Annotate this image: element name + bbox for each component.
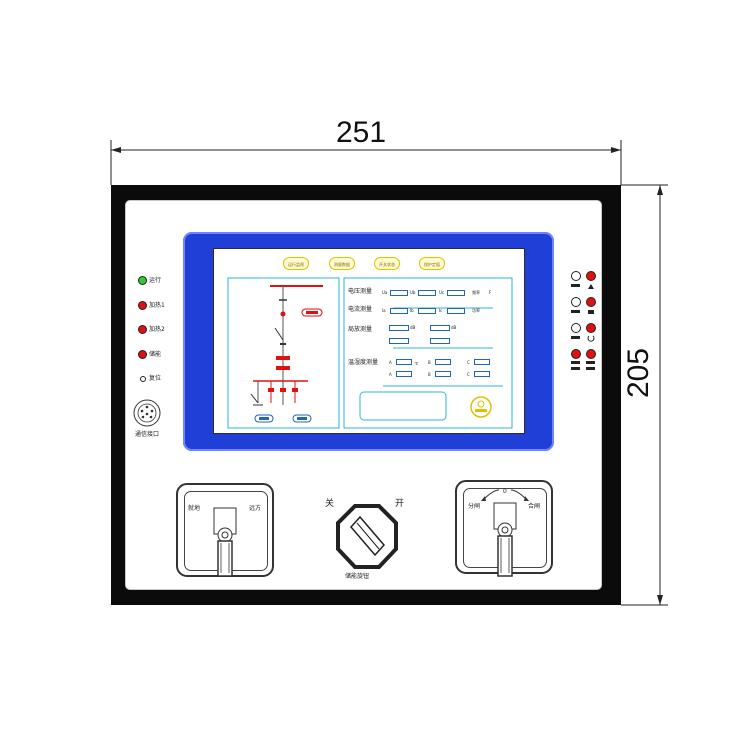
close-label: 合闸	[528, 503, 541, 510]
temp-b2-box	[435, 371, 451, 377]
temperature-label: 温湿度测量	[348, 359, 379, 366]
frequency-unit: F	[489, 290, 492, 295]
current-ic-box	[447, 308, 465, 314]
screen-graphics	[227, 277, 513, 429]
power-label: 功率	[472, 308, 480, 313]
open-close-handle-icon[interactable]	[485, 500, 525, 580]
local-remote-handle-icon[interactable]	[205, 505, 245, 580]
comm-port-label: 通信接口	[135, 431, 160, 438]
temp-c2: C	[467, 372, 470, 377]
temp-a2-box	[396, 371, 412, 377]
pd-box-3	[389, 338, 409, 344]
pd-box-2	[430, 325, 450, 331]
tab-monitoring[interactable]: 运行监视	[283, 257, 309, 270]
current-ia-box	[390, 308, 408, 314]
tab-switch-status[interactable]: 开关状态	[374, 257, 400, 270]
width-dimension-label: 251	[336, 116, 387, 149]
remote-label: 远方	[249, 505, 262, 512]
temp-b1-box	[435, 359, 451, 365]
temp-c1: C	[467, 360, 470, 365]
right-indicator-column	[571, 271, 596, 370]
run-label: 运行	[149, 277, 162, 284]
comm-port-icon[interactable]	[132, 398, 162, 428]
pd-unit-1: dB	[410, 325, 416, 330]
heater2-led	[138, 325, 147, 334]
tab-measurement[interactable]: 测量数据	[329, 257, 355, 270]
voltage-ua: Ua	[382, 290, 388, 295]
current-ib: Ib	[410, 308, 414, 313]
pd-box-1	[389, 325, 409, 331]
frequency-label: 频率	[472, 290, 480, 295]
on-label: 开	[395, 499, 405, 509]
height-dimension-label: 205	[622, 347, 655, 398]
temp-b1: B	[428, 360, 431, 365]
temp-c1-box	[474, 359, 490, 365]
tab-protection[interactable]: 保护定值	[419, 257, 445, 270]
pd-box-4	[430, 338, 450, 344]
current-label: 电流测量	[348, 306, 373, 313]
voltage-ua-box	[390, 290, 408, 296]
temp-c2-box	[474, 371, 490, 377]
rotation-arrows-icon	[481, 489, 529, 501]
heater2-label: 加热2	[149, 326, 165, 333]
run-led	[138, 276, 147, 285]
voltage-ub-box	[418, 290, 436, 296]
heater1-led	[138, 301, 147, 310]
open-label: 分闸	[468, 503, 481, 510]
temp-b2: B	[428, 372, 431, 377]
energy-knob-caption: 储能旋钮	[345, 573, 370, 580]
reset-label: 复位	[149, 375, 162, 382]
temp-a2: A	[389, 372, 392, 377]
energy-storage-knob[interactable]	[332, 503, 402, 573]
current-ia: Ia	[382, 308, 386, 313]
local-label: 就地	[188, 505, 201, 512]
zero-position-label: 0	[503, 488, 507, 495]
voltage-label: 电压测量	[348, 288, 373, 295]
voltage-uc: Uc	[439, 290, 445, 295]
off-label: 关	[325, 499, 335, 509]
voltage-uc-box	[447, 290, 465, 296]
current-ic: Ic	[439, 308, 443, 313]
temp-a1-box	[396, 359, 412, 365]
current-ib-box	[418, 308, 436, 314]
energy-storage-led	[138, 350, 147, 359]
heater1-label: 加热1	[149, 302, 165, 309]
temp-unit: ℃	[414, 361, 419, 366]
pd-unit-2: dB	[451, 325, 457, 330]
temp-a1: A	[389, 360, 392, 365]
voltage-ub: Ub	[410, 290, 416, 295]
energy-storage-label: 储能	[149, 351, 162, 358]
partial-discharge-label: 局放测量	[348, 326, 373, 333]
reset-button[interactable]	[140, 376, 146, 382]
